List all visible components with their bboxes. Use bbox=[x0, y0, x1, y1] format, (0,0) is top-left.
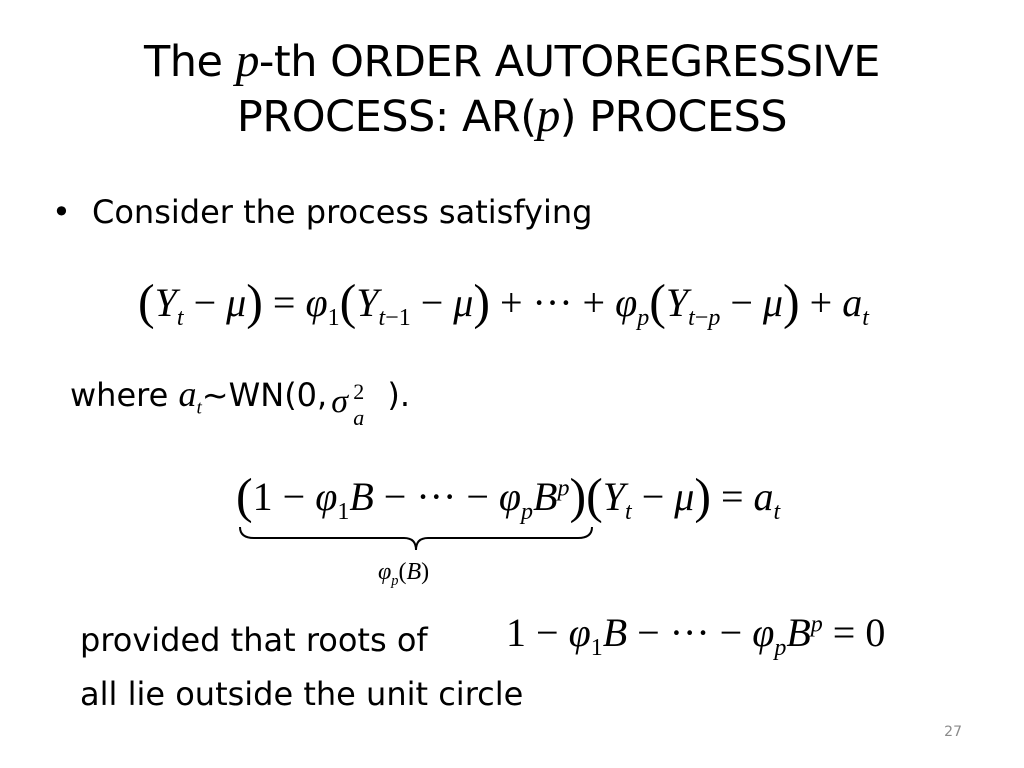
title-text-the: The bbox=[144, 37, 236, 87]
bullet-text: Consider the process satisfying bbox=[92, 193, 593, 231]
sigma-exponent: 2 bbox=[353, 379, 365, 404]
title-line-2: PROCESS: AR(p) PROCESS bbox=[60, 89, 964, 144]
characteristic-equation: 1 − φ1B − ··· − φpBp = 0 bbox=[506, 610, 886, 661]
title-text-process-ar: PROCESS: AR( bbox=[236, 92, 537, 142]
title-var-p: p bbox=[235, 35, 260, 87]
slide-title: The p-th ORDER AUTOREGRESSIVE PROCESS: A… bbox=[60, 34, 964, 144]
where-text: where bbox=[70, 376, 179, 414]
backshift-equation: (1 − φ1B − ··· − φpBp)(Yt − μ) = at bbox=[236, 467, 781, 525]
unit-circle-text: all lie outside the unit circle bbox=[80, 675, 524, 713]
where-suffix: ). bbox=[377, 376, 411, 414]
title-text-order: -th ORDER AUTOREGRESSIVE bbox=[258, 37, 881, 87]
underbrace-icon bbox=[239, 526, 593, 551]
provided-text: provided that roots of bbox=[80, 621, 428, 659]
title-line-1: The p-th ORDER AUTOREGRESSIVE bbox=[60, 34, 964, 89]
sigma-symbol: σ bbox=[331, 383, 348, 420]
bullet-item: • Consider the process satisfying bbox=[52, 190, 592, 234]
wn-text: WN(0, bbox=[228, 376, 328, 414]
a-subscript: t bbox=[196, 397, 202, 419]
sigma-subscript: a bbox=[353, 405, 365, 430]
bullet-icon: • bbox=[52, 193, 71, 231]
page-number: 27 bbox=[944, 724, 962, 740]
ar-equation: (Yt − μ) = φ1(Yt−1 − μ) + ··· + φp(Yt−p … bbox=[138, 273, 869, 331]
title-text-process: ) PROCESS bbox=[559, 92, 788, 142]
title-var-p-2: p bbox=[536, 90, 561, 142]
underbrace-label: φp(B) bbox=[378, 559, 430, 589]
tilde-symbol: ~ bbox=[201, 376, 229, 414]
a-variable: a bbox=[178, 374, 197, 414]
